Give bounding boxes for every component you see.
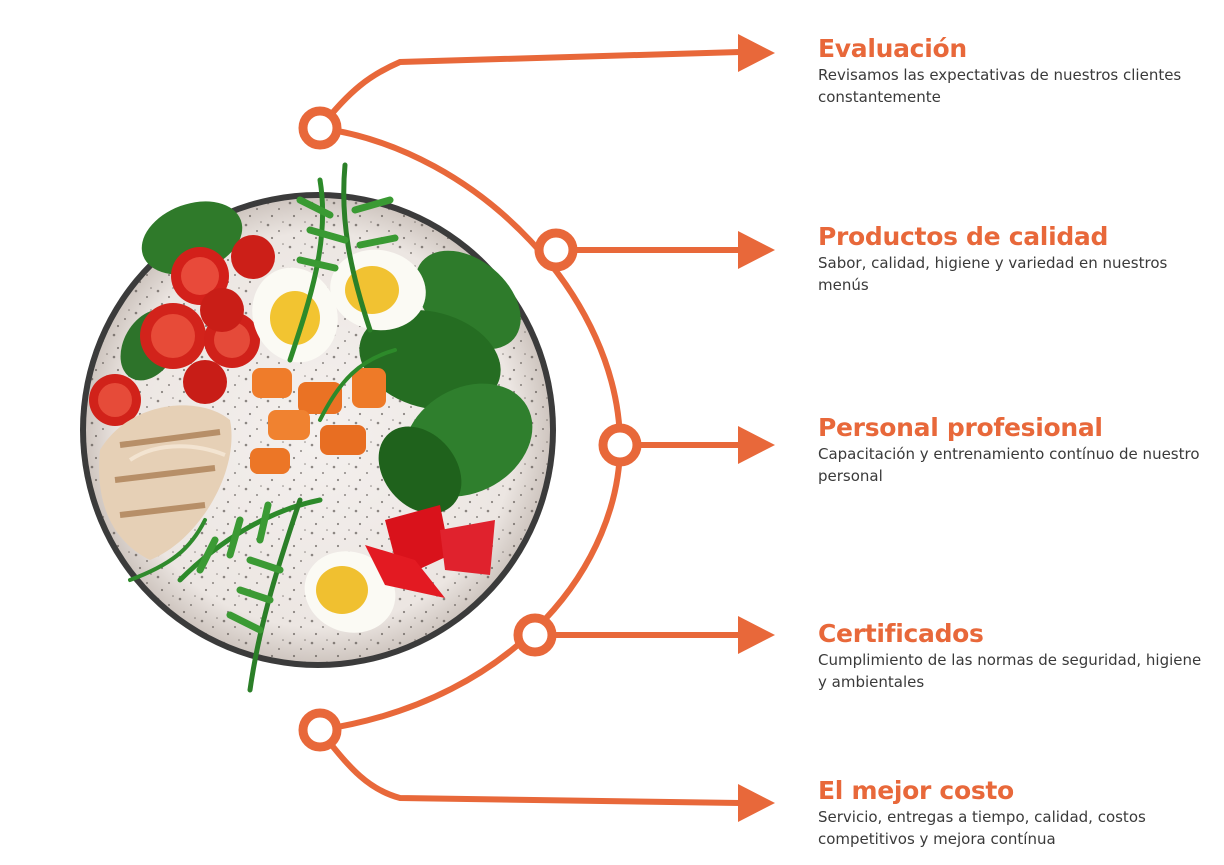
item-title: El mejor costo bbox=[818, 776, 1014, 805]
carrots bbox=[250, 368, 386, 474]
item-certificados: Certificados Cumplimiento de las normas … bbox=[818, 619, 1213, 693]
item-description: Capacitación y entrenamiento contínuo de… bbox=[818, 445, 1200, 485]
arrow-icon bbox=[738, 784, 775, 822]
item-description: Revisamos las expectativas de nuestros c… bbox=[818, 66, 1182, 106]
item-title: Evaluación bbox=[818, 34, 967, 63]
item-title: Personal profesional bbox=[818, 413, 1103, 442]
arugula bbox=[128, 162, 399, 693]
red-peppers bbox=[365, 505, 495, 598]
arrow-icon bbox=[738, 616, 775, 654]
cherry-tomatoes bbox=[89, 235, 275, 426]
item-description: Cumplimiento de las normas de seguridad,… bbox=[818, 651, 1202, 691]
salad-bowl-image bbox=[80, 162, 556, 693]
connector-costo bbox=[317, 727, 743, 806]
node-evaluacion bbox=[298, 106, 342, 150]
item-title: Productos de calidad bbox=[818, 222, 1109, 251]
item-title: Certificados bbox=[818, 619, 984, 648]
item-personal-profesional: Personal profesional Capacitación y entr… bbox=[818, 413, 1213, 487]
node-productos bbox=[534, 228, 578, 272]
item-description: Servicio, entregas a tiempo, calidad, co… bbox=[818, 808, 1146, 848]
item-productos-de-calidad: Productos de calidad Sabor, calidad, hig… bbox=[818, 222, 1213, 296]
node-costo bbox=[298, 708, 342, 752]
arrow-icon bbox=[738, 34, 775, 72]
item-description: Sabor, calidad, higiene y variedad en nu… bbox=[818, 254, 1168, 294]
item-evaluacion: Evaluación Revisamos las expectativas de… bbox=[818, 34, 1213, 108]
node-personal bbox=[598, 423, 642, 467]
grilled-chicken bbox=[99, 405, 232, 560]
connector-evaluacion bbox=[317, 49, 743, 131]
arrow-icon bbox=[738, 231, 775, 269]
node-certificados bbox=[513, 613, 557, 657]
item-el-mejor-costo: El mejor costo Servicio, entregas a tiem… bbox=[818, 776, 1213, 850]
arrowheads bbox=[738, 34, 775, 822]
arrow-icon bbox=[738, 426, 775, 464]
node-markers bbox=[298, 106, 642, 752]
